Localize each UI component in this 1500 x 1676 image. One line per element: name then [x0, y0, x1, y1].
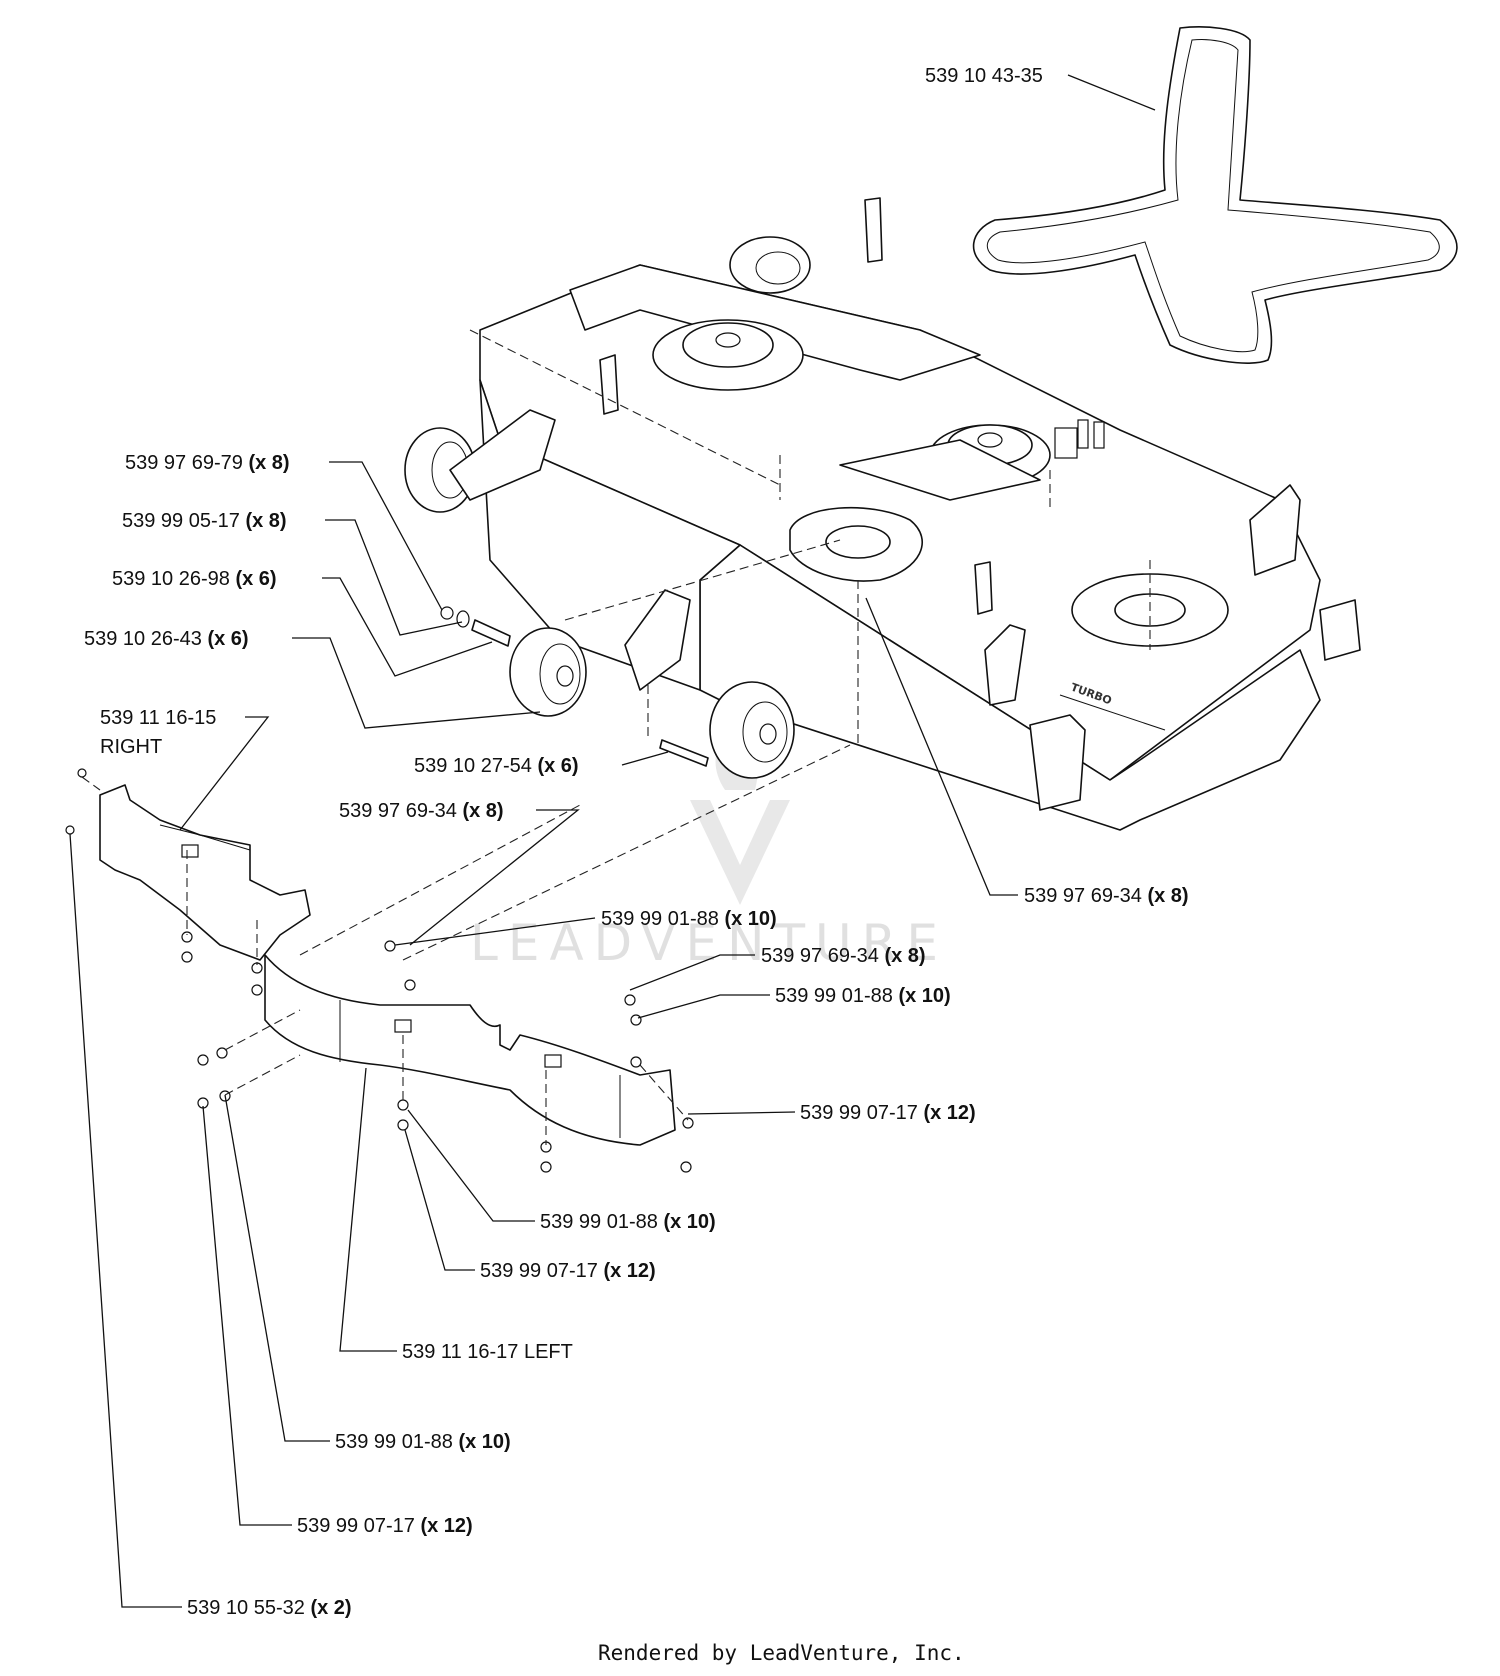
callout-label: RIGHT: [100, 736, 162, 758]
callout-label: 539 97 69-79 (x 8): [125, 452, 290, 474]
callout-label: 539 99 07-17 (x 12): [480, 1260, 656, 1282]
bolt-head: [197, 1054, 209, 1066]
callout-labels: 539 10 43-35 539 97 69-79 (x 8) 539 99 0…: [84, 65, 1189, 1619]
callout-label: 539 99 01-88 (x 10): [335, 1431, 511, 1453]
bolt-head: [384, 940, 396, 952]
washer: [216, 1047, 228, 1059]
nut: [397, 1119, 409, 1131]
baffle-clip: [544, 1054, 562, 1068]
callout-label: 539 10 27-54 (x 6): [414, 755, 579, 777]
gauge-wheel-rear: [729, 236, 811, 294]
bolt-head: [77, 768, 87, 778]
washer: [630, 1056, 642, 1068]
callout-label: 539 99 05-17 (x 8): [122, 510, 287, 532]
baffle-hardware: [65, 768, 694, 1173]
washer: [456, 610, 470, 628]
nut: [680, 1161, 692, 1173]
watermark-text: LEADVENTURE: [470, 914, 948, 972]
footer-credit: Rendered by LeadVenture, Inc.: [598, 1641, 965, 1665]
assembly-lines: [81, 329, 1151, 1145]
callout-label: 539 10 26-98 (x 6): [112, 568, 277, 590]
washer: [397, 1099, 409, 1111]
wheel-bolt: [659, 739, 709, 767]
nut: [540, 1161, 552, 1173]
nut: [682, 1117, 694, 1129]
callout-label: 539 99 01-88 (x 10): [540, 1211, 716, 1233]
callout-label: 539 11 16-15: [100, 707, 216, 729]
callout-label: 539 11 16-17 LEFT: [402, 1341, 573, 1363]
baffle-left: [264, 954, 676, 1146]
callout-label: 539 99 07-17 (x 12): [800, 1102, 976, 1124]
callout-label: 539 97 69-34 (x 8): [761, 945, 926, 967]
nut: [440, 606, 454, 620]
callout-label: 539 99 07-17 (x 12): [297, 1515, 473, 1537]
callout-label: 539 99 01-88 (x 10): [601, 908, 777, 930]
watermark-logo: [690, 800, 790, 905]
wheel-hardware: [440, 606, 709, 767]
callout-label: 539 99 01-88 (x 10): [775, 985, 951, 1007]
baffle-clip: [394, 1019, 412, 1033]
callout-label: 539 10 55-32 (x 2): [187, 1597, 352, 1619]
spacer: [471, 619, 511, 647]
nut: [181, 951, 193, 963]
watermark: LEADVENTURE: [470, 715, 948, 972]
callout-label: 539 97 69-34 (x 8): [1024, 885, 1189, 907]
callout-label: 539 10 26-43 (x 6): [84, 628, 249, 650]
bolt-head: [404, 979, 416, 991]
bolt-head: [65, 825, 75, 835]
nut: [251, 984, 263, 996]
wheel: [509, 627, 587, 717]
baffle-right: [99, 784, 311, 961]
callout-label: 539 10 43-35: [925, 65, 1043, 87]
bolt-head: [624, 994, 636, 1006]
leader-lines: [69, 74, 1156, 1608]
baffle-clip: [181, 844, 199, 858]
washer: [181, 931, 193, 943]
gauge-wheel-front: [709, 681, 795, 779]
washer: [630, 1014, 642, 1026]
callout-label: 539 97 69-34 (x 8): [339, 800, 504, 822]
drive-belt: [972, 26, 1458, 364]
